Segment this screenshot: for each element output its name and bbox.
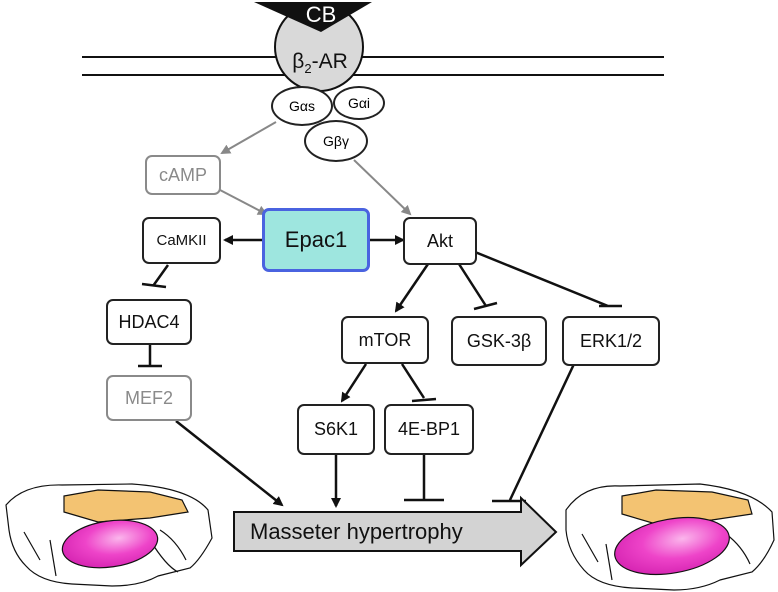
mtor-node: mTOR [341, 316, 429, 364]
arrow-mef2-to-hypertrophy [175, 420, 284, 507]
inhibit-camkii-hdac4 [141, 264, 170, 289]
inhibit-hdac4-mef2 [138, 344, 162, 368]
arrow-mtor-to-s6k1 [340, 363, 368, 403]
inhibit-mtor-4ebp1 [400, 363, 437, 403]
akt-node: Akt [403, 217, 477, 265]
arrow-akt-to-mtor [394, 263, 430, 313]
skull-before-image [5, 483, 213, 587]
inhibition-lines [138, 250, 622, 503]
hdac4-node: HDAC4 [106, 299, 192, 345]
arrow-gas-to-camp [220, 121, 277, 154]
4ebp1-node: 4E-BP1 [384, 404, 474, 455]
gbg-ellipse: Gβγ [304, 120, 368, 162]
erk12-node: ERK1/2 [562, 316, 660, 366]
cell-membrane [82, 56, 664, 76]
gsk3b-node: GSK-3β [451, 316, 547, 366]
epac1-node: Epac1 [262, 208, 370, 272]
s6k1-node: S6K1 [297, 404, 375, 455]
gai-ellipse: Gαi [333, 86, 385, 120]
inhibit-akt-gsk3b [457, 263, 498, 311]
hypertrophy-label: Masseter hypertrophy [250, 519, 463, 544]
inhibit-4ebp1-hypertrophy [404, 455, 444, 502]
ligand-label: CB [305, 2, 337, 27]
arrow-camp-to-epac1 [219, 189, 268, 215]
gas-ellipse: Gαs [271, 86, 333, 126]
camkii-node: CaMKII [142, 217, 221, 264]
receptor-label: β2-AR [292, 50, 348, 77]
inhibit-akt-erk12 [474, 250, 622, 308]
mef2-node: MEF2 [106, 375, 192, 421]
arrow-gbg-to-akt [353, 159, 412, 216]
skull-after-image [565, 483, 775, 591]
ligand-shape [254, 2, 372, 32]
inhibit-erk12-hypertrophy [492, 363, 576, 503]
camp-node: cAMP [145, 155, 221, 195]
hypertrophy-arrow [233, 495, 558, 568]
